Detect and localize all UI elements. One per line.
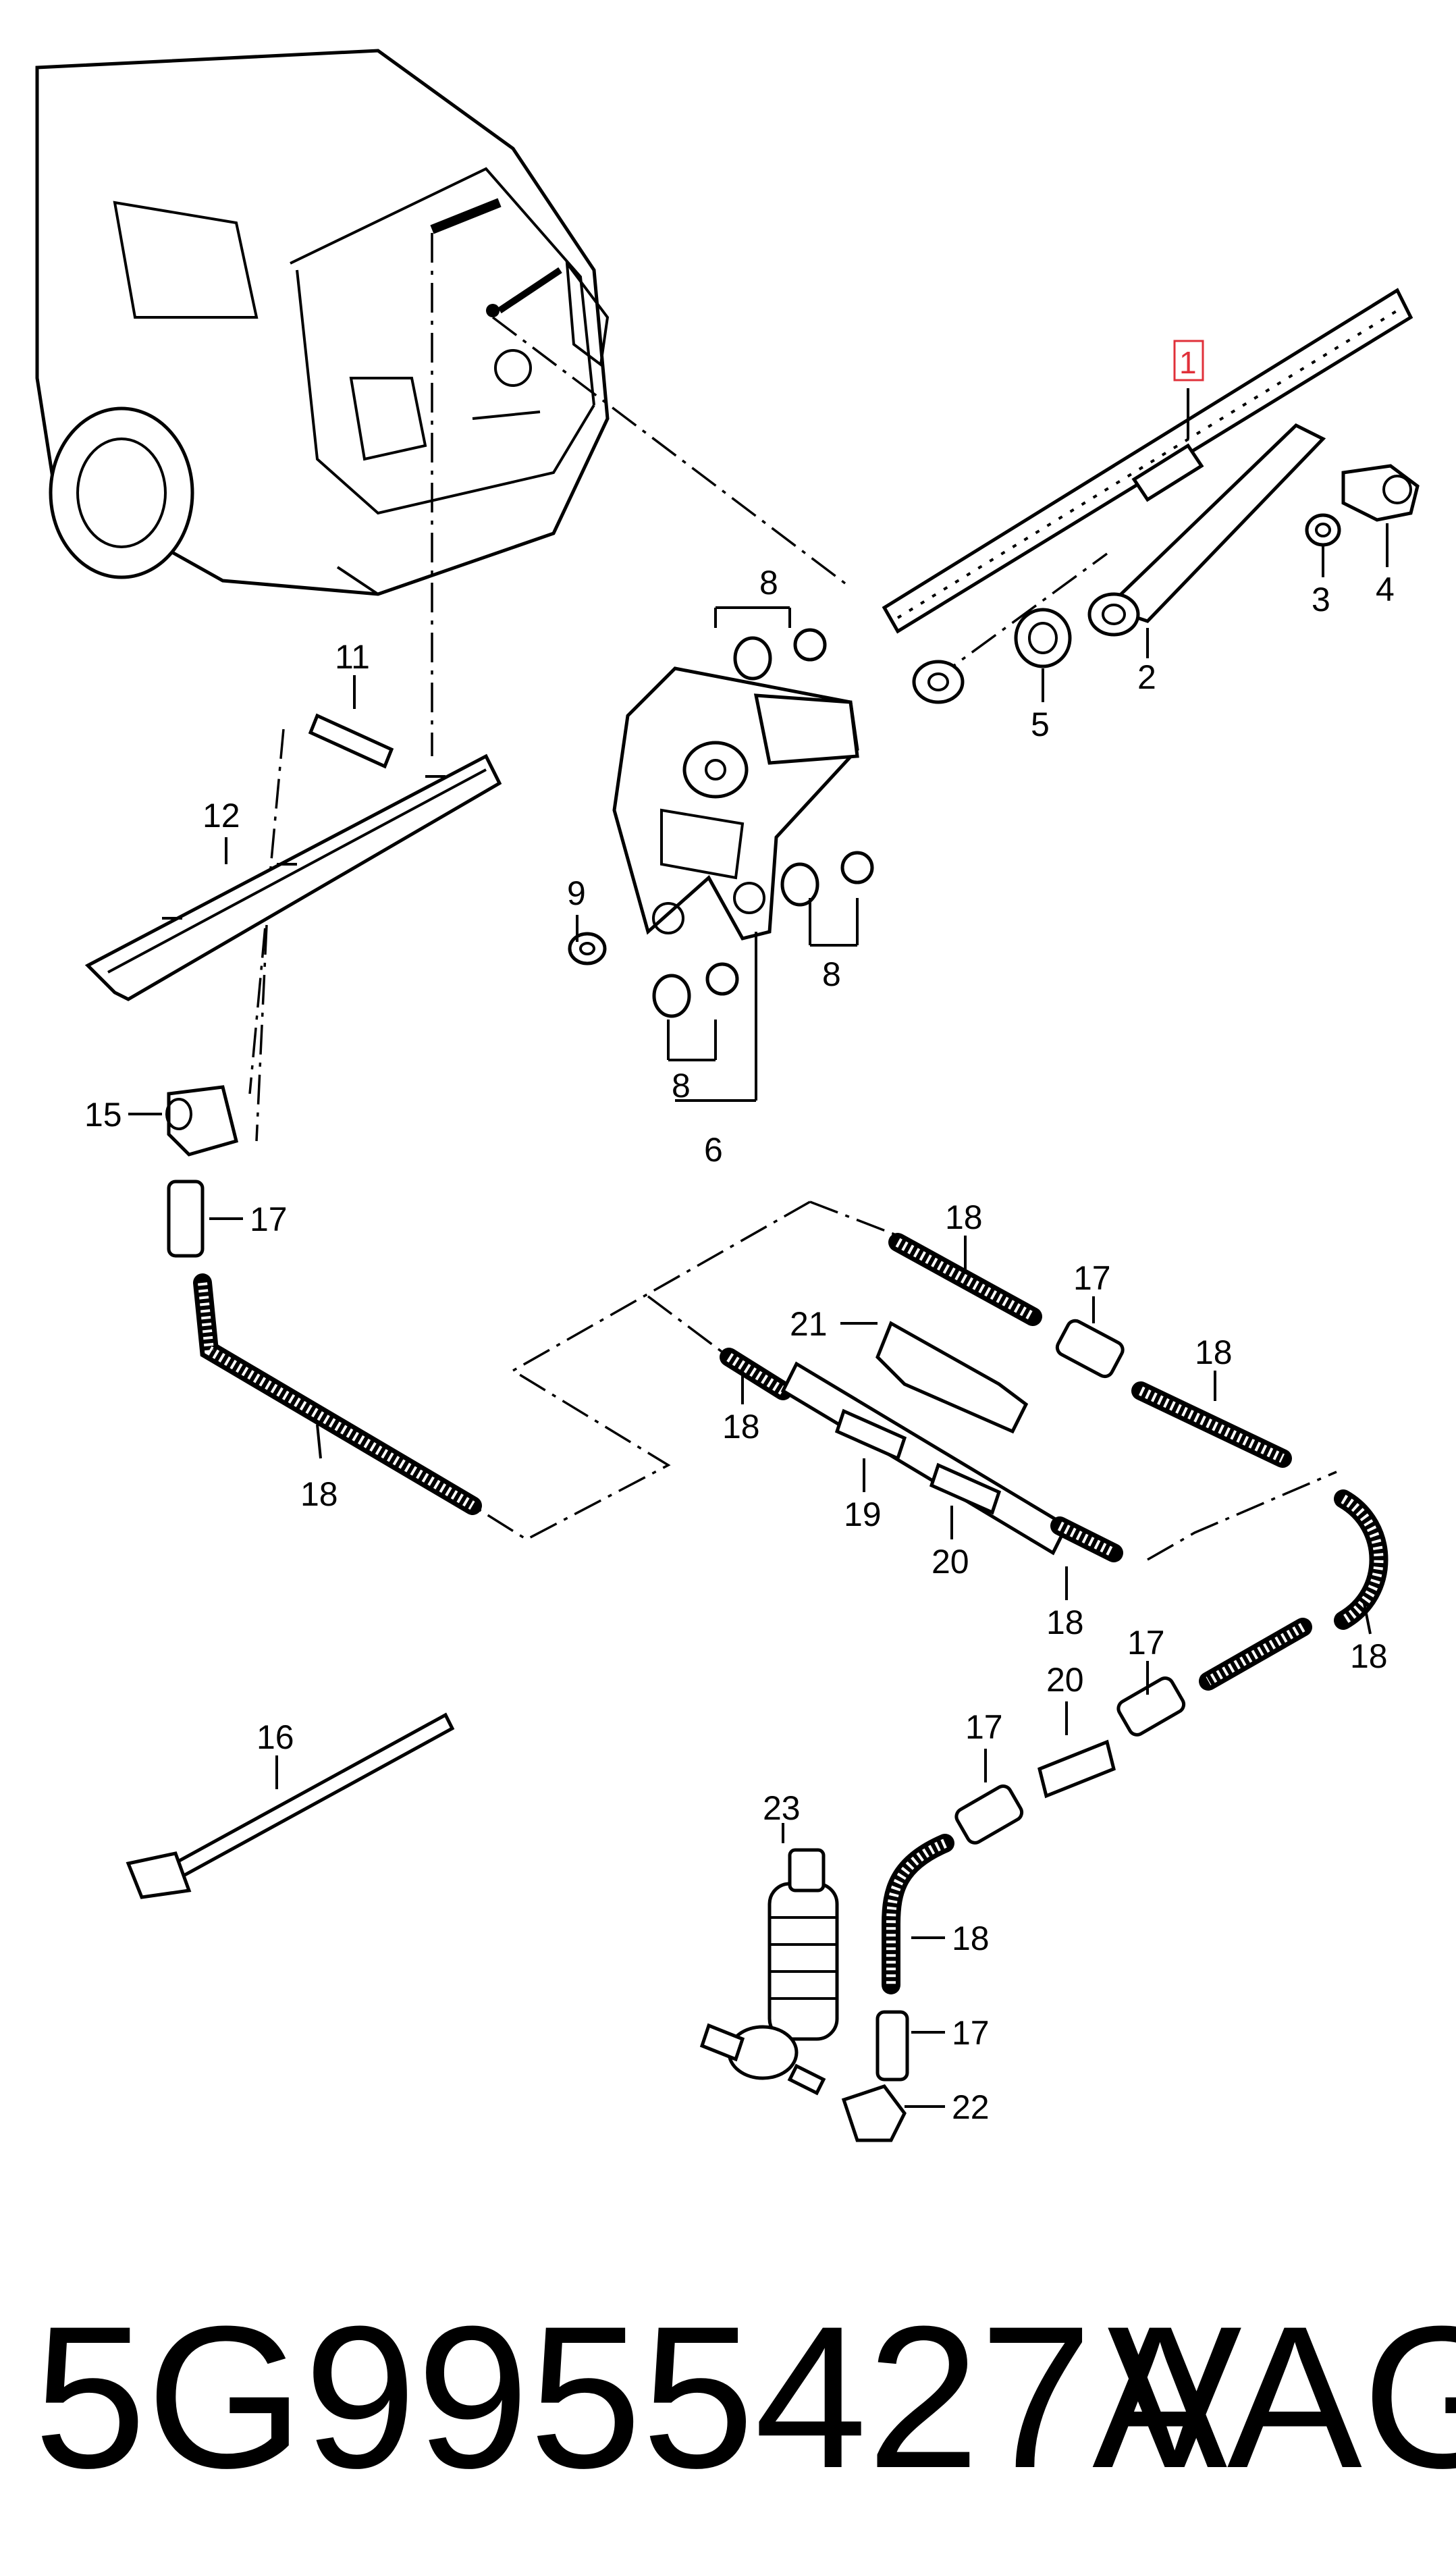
washer-pump-part[interactable] <box>699 1848 839 2096</box>
callout-9: 9 <box>567 874 586 912</box>
wiper-motor-part[interactable] <box>612 666 859 941</box>
callout-12: 12 <box>203 797 240 835</box>
callout-19: 19 <box>844 1496 882 1533</box>
callout-18-right: 18 <box>1350 1637 1388 1675</box>
callout-18-mid-left: 18 <box>722 1408 760 1446</box>
callout-18-mid-right: 18 <box>1195 1333 1233 1371</box>
part-number-text: 5G9955427A <box>34 2283 1228 2510</box>
callout-22: 22 <box>952 2088 990 2126</box>
callout-11: 11 <box>335 638 370 676</box>
callout-18-lower: 18 <box>952 1920 990 1957</box>
callout-17-top: 17 <box>1073 1259 1111 1297</box>
center-hose-assembly[interactable] <box>720 1233 1292 1562</box>
callout-18-top: 18 <box>945 1198 983 1236</box>
callout-23: 23 <box>763 1789 801 1827</box>
hose-connector-part[interactable] <box>165 1085 239 1157</box>
bulb-part[interactable] <box>308 713 394 769</box>
callout-16: 16 <box>257 1718 294 1756</box>
spindle-seal-part[interactable] <box>912 660 965 704</box>
callout-18-center-bottom: 18 <box>1046 1604 1084 1641</box>
callout-2: 2 <box>1137 658 1156 696</box>
callout-20-right: 20 <box>1046 1661 1084 1699</box>
callout-3: 3 <box>1312 581 1330 618</box>
callout-1-highlight <box>1173 340 1204 381</box>
vehicle-rear-illustration <box>35 49 610 596</box>
right-hose-assembly[interactable] <box>875 1489 1388 2082</box>
wiper-blade-part[interactable] <box>882 288 1413 634</box>
brake-light-part[interactable] <box>84 753 502 1001</box>
callout-6: 6 <box>704 1131 723 1169</box>
callout-21: 21 <box>790 1305 828 1343</box>
callout-8-bottom: 8 <box>672 1067 691 1105</box>
callout-17-right-upper: 17 <box>1127 1624 1165 1662</box>
callout-15: 15 <box>84 1096 122 1134</box>
callout-17-right-mid: 17 <box>965 1708 1003 1746</box>
rubber-buffer-parts[interactable] <box>652 628 874 1018</box>
motor-nut-part[interactable] <box>568 932 607 965</box>
callout-20-center: 20 <box>932 1543 969 1581</box>
spindle-grommet-part[interactable] <box>1014 608 1072 668</box>
callout-leaders <box>128 388 1388 2108</box>
leader-lines <box>248 233 1337 1561</box>
left-hose-assembly[interactable] <box>167 1180 482 1515</box>
wiper-arm-part[interactable] <box>1087 423 1326 637</box>
callout-8-top: 8 <box>759 564 778 602</box>
callout-labels: 1 2 3 4 5 6 8 8 8 9 11 12 15 17 18 16 18… <box>84 340 1395 2126</box>
callout-4: 4 <box>1376 571 1395 608</box>
cable-tie-part[interactable] <box>126 1712 455 1899</box>
arm-nut-part[interactable] <box>1305 513 1341 547</box>
callout-5: 5 <box>1031 706 1050 743</box>
callout-1: 1 <box>1179 345 1197 380</box>
arm-cap-part[interactable] <box>1341 464 1420 522</box>
pump-connector-part[interactable] <box>841 2084 907 2142</box>
callout-18-left: 18 <box>300 1475 338 1513</box>
callout-8-right: 8 <box>822 955 841 993</box>
callout-17-lower: 17 <box>952 2014 990 2052</box>
brand-text: VAG <box>1107 2283 1456 2510</box>
callout-17-left: 17 <box>250 1200 288 1238</box>
